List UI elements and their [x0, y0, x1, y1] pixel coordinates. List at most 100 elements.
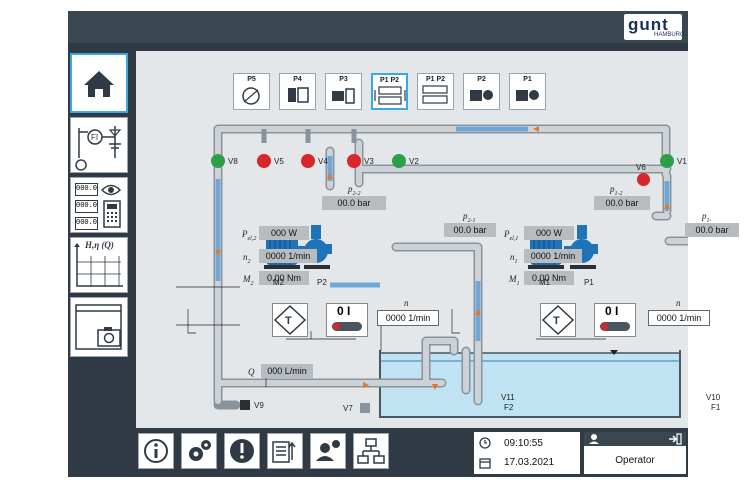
sidebar-item-process-schematic[interactable]: FI — [70, 117, 128, 173]
p12-value: 00.0 bar — [594, 196, 650, 210]
pump1-control-button[interactable]: T — [540, 303, 576, 337]
logo-subtext: HAMBURG — [654, 32, 685, 38]
value-box-3: 000.0 — [75, 217, 98, 230]
valve-v3-closed[interactable] — [347, 154, 361, 168]
pump2-toggle-indicator — [333, 323, 340, 330]
motor-m1-label: M1 — [539, 278, 551, 287]
pump-select-parallel-label: P1 P2 — [425, 76, 446, 83]
svg-text:FI: FI — [91, 133, 98, 142]
data-export-button[interactable] — [267, 433, 303, 469]
pump-p2-icon — [470, 90, 493, 101]
sidebar-item-characteristic-curves[interactable]: H,η (Q) — [70, 237, 128, 293]
valve-v4-closed[interactable] — [301, 154, 315, 168]
alarms-button[interactable] — [224, 433, 260, 469]
pump-p5-icon — [242, 87, 260, 105]
p11-value: 00.0 bar — [685, 223, 739, 237]
pump-select-p3[interactable]: P3 — [325, 73, 362, 110]
process-canvas: P5 P4 P3 P1 P2 P1 P2 P2 P1 V8 — [136, 51, 739, 428]
title-bar: gunt HAMBURG — [68, 11, 688, 43]
pel2-value: 000 W — [259, 226, 309, 240]
sidebar-item-measured-values[interactable]: 000.0 000.0 000.0 — [70, 177, 128, 233]
pump-select-p4[interactable]: P4 — [279, 73, 316, 110]
gears-icon — [189, 440, 211, 461]
flow-value: 000 L/min — [261, 364, 313, 378]
pump2-toggle-track — [332, 322, 362, 331]
temperature-control-icon: T — [541, 304, 575, 336]
user-settings-icon — [316, 440, 340, 461]
valve-v9[interactable] — [240, 400, 250, 410]
home-icon — [84, 71, 114, 97]
p22-label: p2-2 — [348, 184, 361, 197]
piping-diagram — [176, 124, 688, 418]
valve-v8-label: V8 — [228, 157, 238, 166]
login-icon[interactable] — [668, 433, 682, 445]
process-schematic-icon: FI — [75, 126, 122, 171]
pump1-toggle-indicator — [601, 323, 608, 330]
pump-p1-label: P1 — [584, 278, 594, 287]
pump-p3-icon — [332, 88, 355, 104]
p21-value: 00.0 bar — [444, 223, 496, 237]
valve-v5-label: V5 — [274, 157, 284, 166]
pump-p2-label: P2 — [317, 278, 327, 287]
valve-v7[interactable] — [360, 403, 370, 413]
date-display: 17.03.2021 — [504, 457, 555, 468]
sidebar-item-home[interactable] — [70, 53, 128, 113]
clock-panel: 09:10:55 17.03.2021 — [474, 432, 580, 474]
valve-v6-label: V6 — [636, 163, 646, 172]
info-button[interactable] — [138, 433, 174, 469]
chart-grid-icon — [74, 243, 123, 287]
pump2-on-off-switch[interactable]: 0 I — [326, 303, 368, 337]
sidebar: FI 000.0 000.0 000.0 H,η (Q) — [68, 51, 130, 467]
sidebar-item-screenshot[interactable] — [70, 297, 128, 357]
n2-setpoint-label: n — [404, 298, 409, 308]
pump2-switch-label: 0 I — [337, 304, 351, 318]
pump1-toggle-track — [600, 322, 630, 331]
time-display: 09:10:55 — [504, 438, 543, 449]
pump-select-p1-p2-series[interactable]: P1 P2 — [371, 73, 408, 110]
valve-v5-closed[interactable] — [257, 154, 271, 168]
chart-label: H,η (Q) — [85, 240, 114, 250]
valve-v8-open[interactable] — [211, 154, 225, 168]
n2-label: n2 — [243, 252, 251, 265]
value-box-1: 000.0 — [75, 183, 98, 196]
m1-label: M1 — [509, 274, 520, 287]
filter-f1-label: F1 — [711, 403, 721, 412]
valve-v10-label: V10 — [706, 393, 721, 402]
gunt-logo: gunt HAMBURG — [624, 14, 685, 40]
eye-calculator-icon — [100, 184, 122, 228]
user-settings-button[interactable] — [310, 433, 346, 469]
user-icon — [589, 434, 599, 444]
valve-v4-label: V4 — [318, 157, 328, 166]
user-panel[interactable]: Operator — [584, 432, 686, 474]
valve-v2-open[interactable] — [392, 154, 406, 168]
pump-series-icon — [374, 86, 406, 105]
valve-v1-open[interactable] — [660, 154, 674, 168]
valve-v3-label: V3 — [364, 157, 374, 166]
valve-v6-closed[interactable] — [637, 173, 650, 186]
valve-v1-label: V1 — [677, 157, 687, 166]
pump-select-series-label: P1 P2 — [379, 77, 400, 84]
n2-setpoint-input[interactable]: 0000 1/min — [377, 310, 439, 326]
pump-select-p2[interactable]: P2 — [463, 73, 500, 110]
pel1-value: 000 W — [524, 226, 574, 240]
temperature-control-icon: T — [273, 304, 307, 336]
valve-v11-label: V11 — [501, 393, 515, 402]
n2-value: 0000 1/min — [259, 249, 317, 263]
valve-v9-label: V9 — [254, 401, 264, 410]
pump-parallel-icon — [422, 85, 448, 104]
pump-select-p3-label: P3 — [339, 76, 348, 83]
clock-icon — [479, 437, 491, 449]
pump-select-p1[interactable]: P1 — [509, 73, 546, 110]
network-button[interactable] — [353, 433, 389, 469]
settings-button[interactable] — [181, 433, 217, 469]
svg-text:T: T — [285, 315, 292, 327]
n1-value: 0000 1/min — [524, 249, 582, 263]
network-icon — [357, 438, 385, 464]
pump2-control-button[interactable]: T — [272, 303, 308, 337]
pump-select-p1-p2-parallel[interactable]: P1 P2 — [417, 73, 454, 110]
calendar-icon — [479, 458, 491, 469]
pump1-on-off-switch[interactable]: 0 I — [594, 303, 636, 337]
pump-p4-icon — [288, 87, 309, 103]
pump-select-p5[interactable]: P5 — [233, 73, 270, 110]
n1-setpoint-input[interactable]: 0000 1/min — [648, 310, 710, 326]
